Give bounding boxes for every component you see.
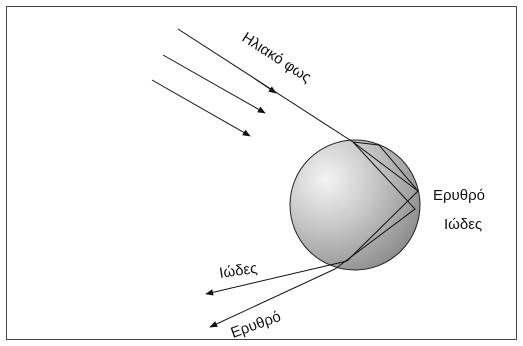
- red-label-right: Ερυθρό: [433, 187, 485, 204]
- violet-label-right: Ιώδες: [444, 216, 482, 233]
- water-droplet: [290, 140, 420, 270]
